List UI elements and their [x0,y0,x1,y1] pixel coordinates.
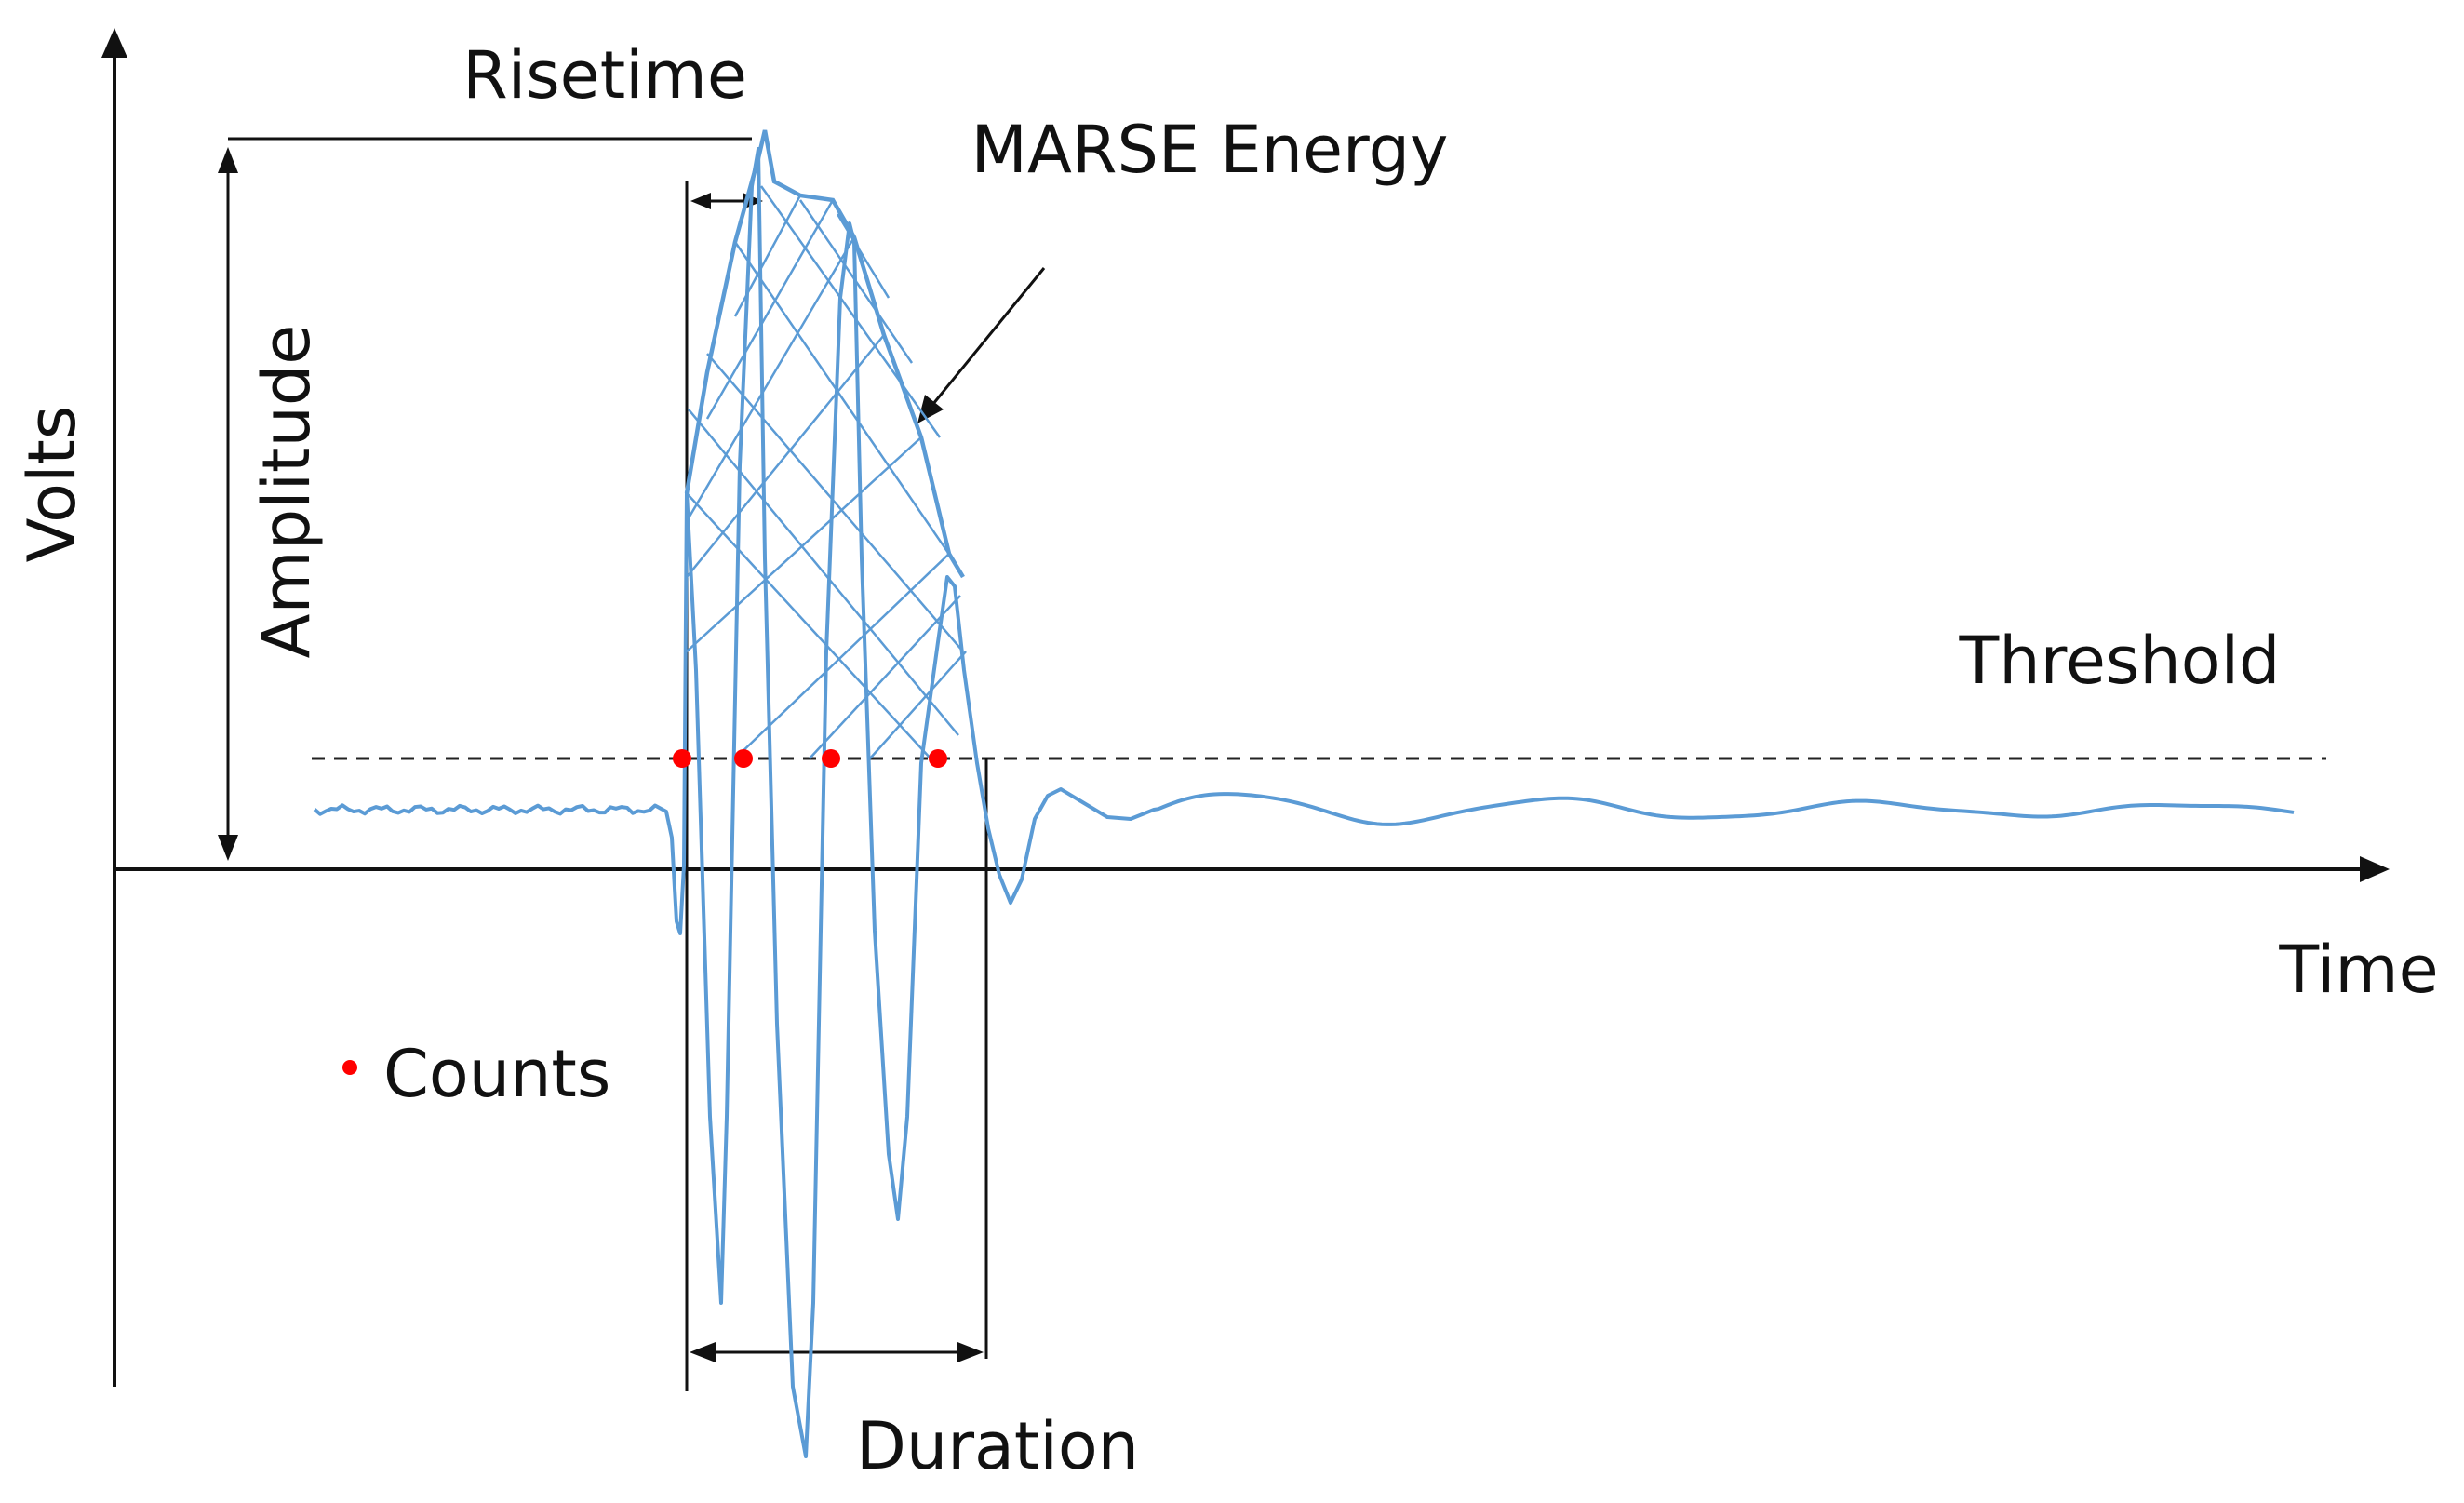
amplitude-arrowhead-bottom [218,835,238,861]
hatch-line [688,409,959,736]
hatch-line [706,353,964,652]
y-axis-label: Volts [14,406,90,563]
hatch-line [798,199,914,364]
hatch-line [809,595,961,759]
marse-energy-label: MARSE Energy [971,112,1449,188]
x-axis-arrowhead [2360,856,2390,882]
waveform-trace [313,147,2295,1458]
marse-energy-envelope [684,129,965,579]
hatch-line [685,236,856,522]
amplitude-arrowhead-top [218,147,238,173]
hatch-line [686,436,922,652]
threshold-label: Threshold [1959,623,2281,699]
hatch-line [734,553,950,759]
hatch-line [733,241,960,569]
y-axis-arrowhead [101,28,127,58]
hatch-line [686,334,885,578]
hatch-line [836,213,891,299]
waveform-signal [313,147,2295,1458]
counts-label: Counts [383,1036,610,1112]
hatch-line [733,195,802,317]
marse-energy-hatching [685,185,967,759]
risetime-label: Risetime [462,37,747,114]
hatch-line [869,651,967,759]
duration-label: Duration [856,1408,1139,1484]
count-marker [673,749,691,768]
x-axis-label: Time [2278,932,2438,1008]
hatch-line [705,199,835,420]
count-marker [734,749,753,768]
marse-pointer-arrowhead [917,395,944,423]
risetime-arrowhead-left [690,193,711,209]
count-marker [822,749,840,768]
counts-legend-marker [342,1060,357,1075]
duration-arrowhead-right [957,1342,984,1362]
hatch-line [686,492,931,759]
hatch-line [759,185,942,438]
count-marker [929,749,947,768]
duration-arrowhead-left [690,1342,716,1362]
amplitude-label: Amplitude [248,325,325,659]
marse-pointer-arrow [927,267,1046,410]
